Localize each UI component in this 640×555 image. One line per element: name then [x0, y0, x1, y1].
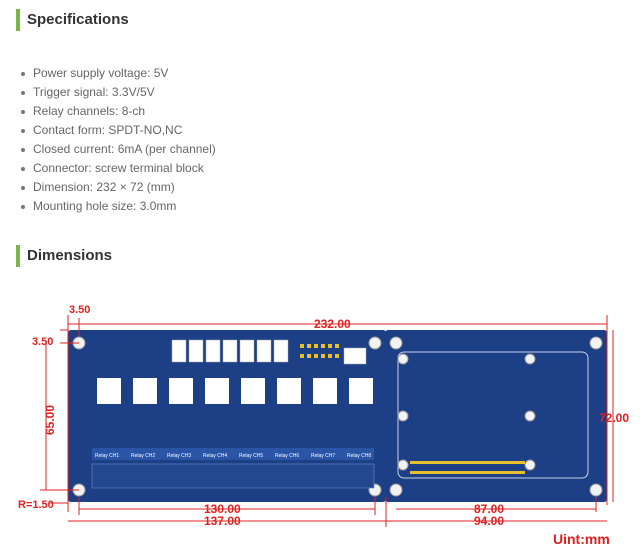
dim-hole-width-right: 87.00 — [474, 502, 504, 516]
specifications-list: Power supply voltage: 5V Trigger signal:… — [19, 64, 216, 216]
relay-label: Relay CH1 — [95, 453, 119, 459]
label-strip — [92, 448, 374, 460]
relay-label: Relay CH2 — [131, 453, 155, 459]
dim-hole-offset-top: 3.50 — [69, 304, 90, 316]
dim-hole-width-left: 130.00 — [204, 502, 241, 516]
dim-corner-radius: R=1.50 — [18, 499, 54, 511]
dimension-drawing: Relay CH1 Relay CH2 Relay CH3 Relay CH4 … — [18, 304, 629, 547]
spec-item: Mounting hole size: 3.0mm — [19, 197, 216, 216]
spec-item: Power supply voltage: 5V — [19, 64, 216, 83]
dim-width-left: 137.00 — [204, 514, 241, 528]
spec-item: Dimension: 232 × 72 (mm) — [19, 178, 216, 197]
spec-item: Relay channels: 8-ch — [19, 102, 216, 121]
spec-item: Connector: screw terminal block — [19, 159, 216, 178]
dim-board-height: 72.00 — [599, 411, 629, 425]
spec-item: Closed current: 6mA (per channel) — [19, 140, 216, 159]
relay-modules — [97, 378, 373, 404]
relay-label: Relay CH6 — [275, 453, 299, 459]
unit-label: Uint:mm — [553, 531, 610, 547]
pi-mount-board — [385, 330, 607, 502]
dimension-lines — [40, 315, 614, 527]
dim-hole-height: 65.00 — [43, 405, 57, 435]
spec-item: Trigger signal: 3.3V/5V — [19, 83, 216, 102]
relay-label: Relay CH8 — [347, 453, 371, 459]
relay-label: Relay CH4 — [203, 453, 227, 459]
spec-item: Contact form: SPDT-NO,NC — [19, 121, 216, 140]
relay-label: Relay CH5 — [239, 453, 263, 459]
relay-label: Relay CH7 — [311, 453, 335, 459]
header-pins — [300, 344, 339, 358]
specifications-heading: Specifications — [16, 9, 129, 31]
gpio-header — [410, 461, 525, 474]
dim-hole-offset-left: 3.50 — [32, 336, 53, 348]
bottom-terminals — [91, 463, 375, 489]
dimensions-heading: Dimensions — [16, 245, 112, 267]
dim-width-right: 94.00 — [474, 514, 504, 528]
dim-total-width: 232.00 — [314, 317, 351, 331]
relay-label: Relay CH3 — [167, 453, 191, 459]
top-terminals — [171, 339, 367, 365]
